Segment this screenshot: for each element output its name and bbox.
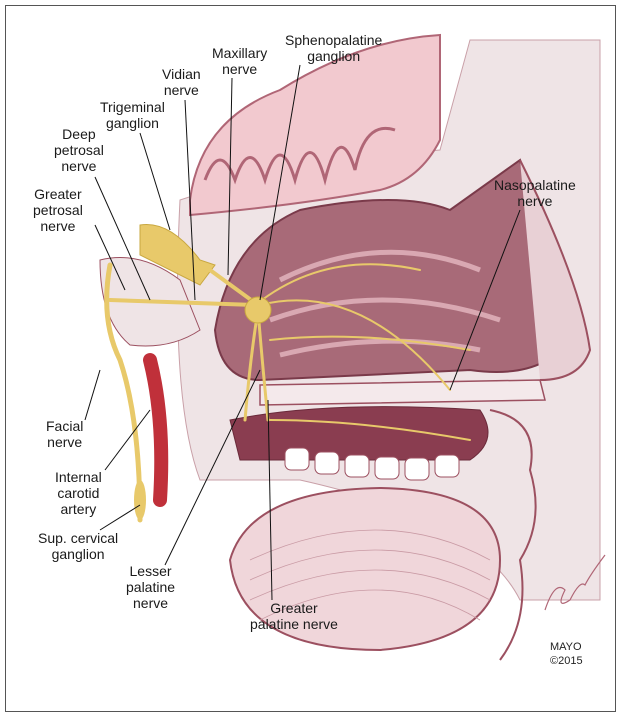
label-maxillary-nerve: Maxillary nerve (212, 45, 268, 77)
teeth (284, 447, 460, 481)
trigeminal-ganglion-shape (139, 223, 216, 286)
label-internal-carotid-artery: Internal carotid artery (55, 469, 102, 517)
nose (519, 159, 592, 381)
lip-chin (489, 409, 537, 661)
label-nasopalatine-nerve: Nasopalatine nerve (494, 177, 576, 209)
figure-border (5, 5, 616, 712)
nasal-turbinates (269, 249, 501, 358)
hard-palate (259, 379, 546, 406)
brain (189, 33, 441, 217)
label-lesser-palatine-nerve: Lesser palatine nerve (126, 563, 176, 611)
label-vidian-nerve: Vidian nerve (162, 66, 201, 98)
label-greater-palatine-nerve: Greater palatine nerve (250, 600, 338, 632)
label-sup-cervical-ganglion: Sup. cervical ganglion (38, 530, 119, 562)
label-facial-nerve: Facial nerve (46, 418, 84, 450)
artist-signature (544, 554, 606, 611)
internal-carotid-artery-shape (143, 353, 169, 507)
tongue (228, 486, 502, 652)
credit-mayo: MAYO ©2015 (550, 641, 583, 667)
sphenopalatine-ganglion-shape (244, 296, 272, 324)
label-deep-petrosal-nerve: Deep petrosal nerve (54, 126, 104, 174)
brain-gyri (203, 127, 396, 186)
label-greater-petrosal-nerve: Greater petrosal nerve (33, 186, 83, 234)
tongue-fibers (249, 529, 491, 621)
leader-lines (84, 64, 521, 601)
sup-cervical-ganglion-shape (134, 480, 146, 520)
label-sphenopalatine-ganglion: Sphenopalatine ganglion (285, 32, 383, 64)
label-trigeminal-ganglion: Trigeminal ganglion (100, 99, 165, 131)
